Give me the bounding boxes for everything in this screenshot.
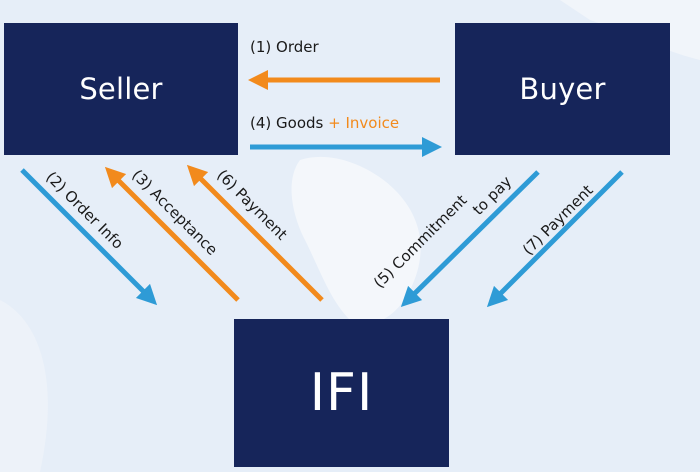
seller-box: Seller <box>4 23 238 155</box>
ifi-label: IFI <box>309 363 374 423</box>
ifi-box: IFI <box>234 319 449 467</box>
order-label: (1) Order <box>250 38 319 56</box>
seller-label: Seller <box>79 72 163 106</box>
buyer-label: Buyer <box>519 72 606 106</box>
arrow-payment-seller <box>186 164 324 302</box>
arrow-order-info <box>20 168 158 306</box>
goods-label: (4) Goods <box>250 114 324 132</box>
order-flow-label: (1) Order <box>250 38 319 56</box>
arrow-acceptance <box>104 166 240 302</box>
goods-flow-label: (4) Goods + Invoice <box>250 114 399 132</box>
invoice-label: + Invoice <box>328 114 400 132</box>
buyer-box: Buyer <box>455 23 670 155</box>
arrow-payment-buyer <box>486 170 624 308</box>
arrow-commitment <box>400 170 540 308</box>
